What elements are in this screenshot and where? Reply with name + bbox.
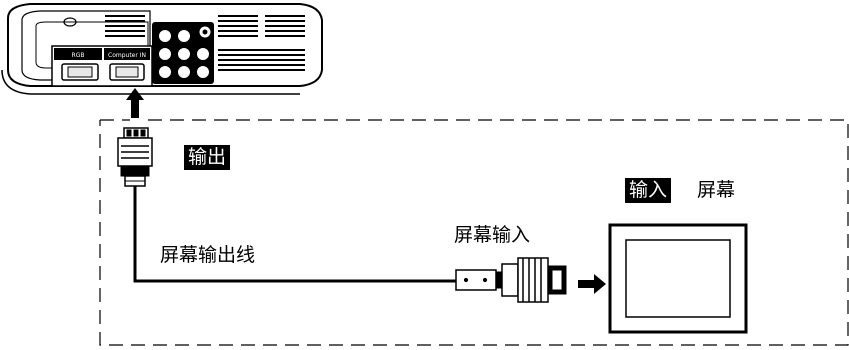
input-arrow bbox=[578, 274, 606, 294]
screen-monitor bbox=[608, 223, 748, 334]
vga-plug-screen-input bbox=[455, 257, 567, 303]
port-label-computer-in: Computer IN bbox=[108, 52, 146, 59]
screen-input-label: 屏幕输入 bbox=[454, 224, 531, 246]
port-label-rgb: RGB bbox=[72, 52, 85, 59]
screen-label: 屏幕 bbox=[697, 179, 736, 201]
screen-output-cable bbox=[133, 186, 462, 283]
cable-label: 屏幕输出线 bbox=[160, 244, 256, 266]
vga-plug-output bbox=[117, 127, 153, 187]
dashed-boundary bbox=[99, 119, 849, 346]
output-tag: 输出 bbox=[184, 145, 231, 170]
input-tag: 输入 bbox=[625, 178, 672, 203]
projector-illustration: RGB Computer IN bbox=[1, 3, 323, 95]
output-arrow bbox=[126, 88, 144, 118]
